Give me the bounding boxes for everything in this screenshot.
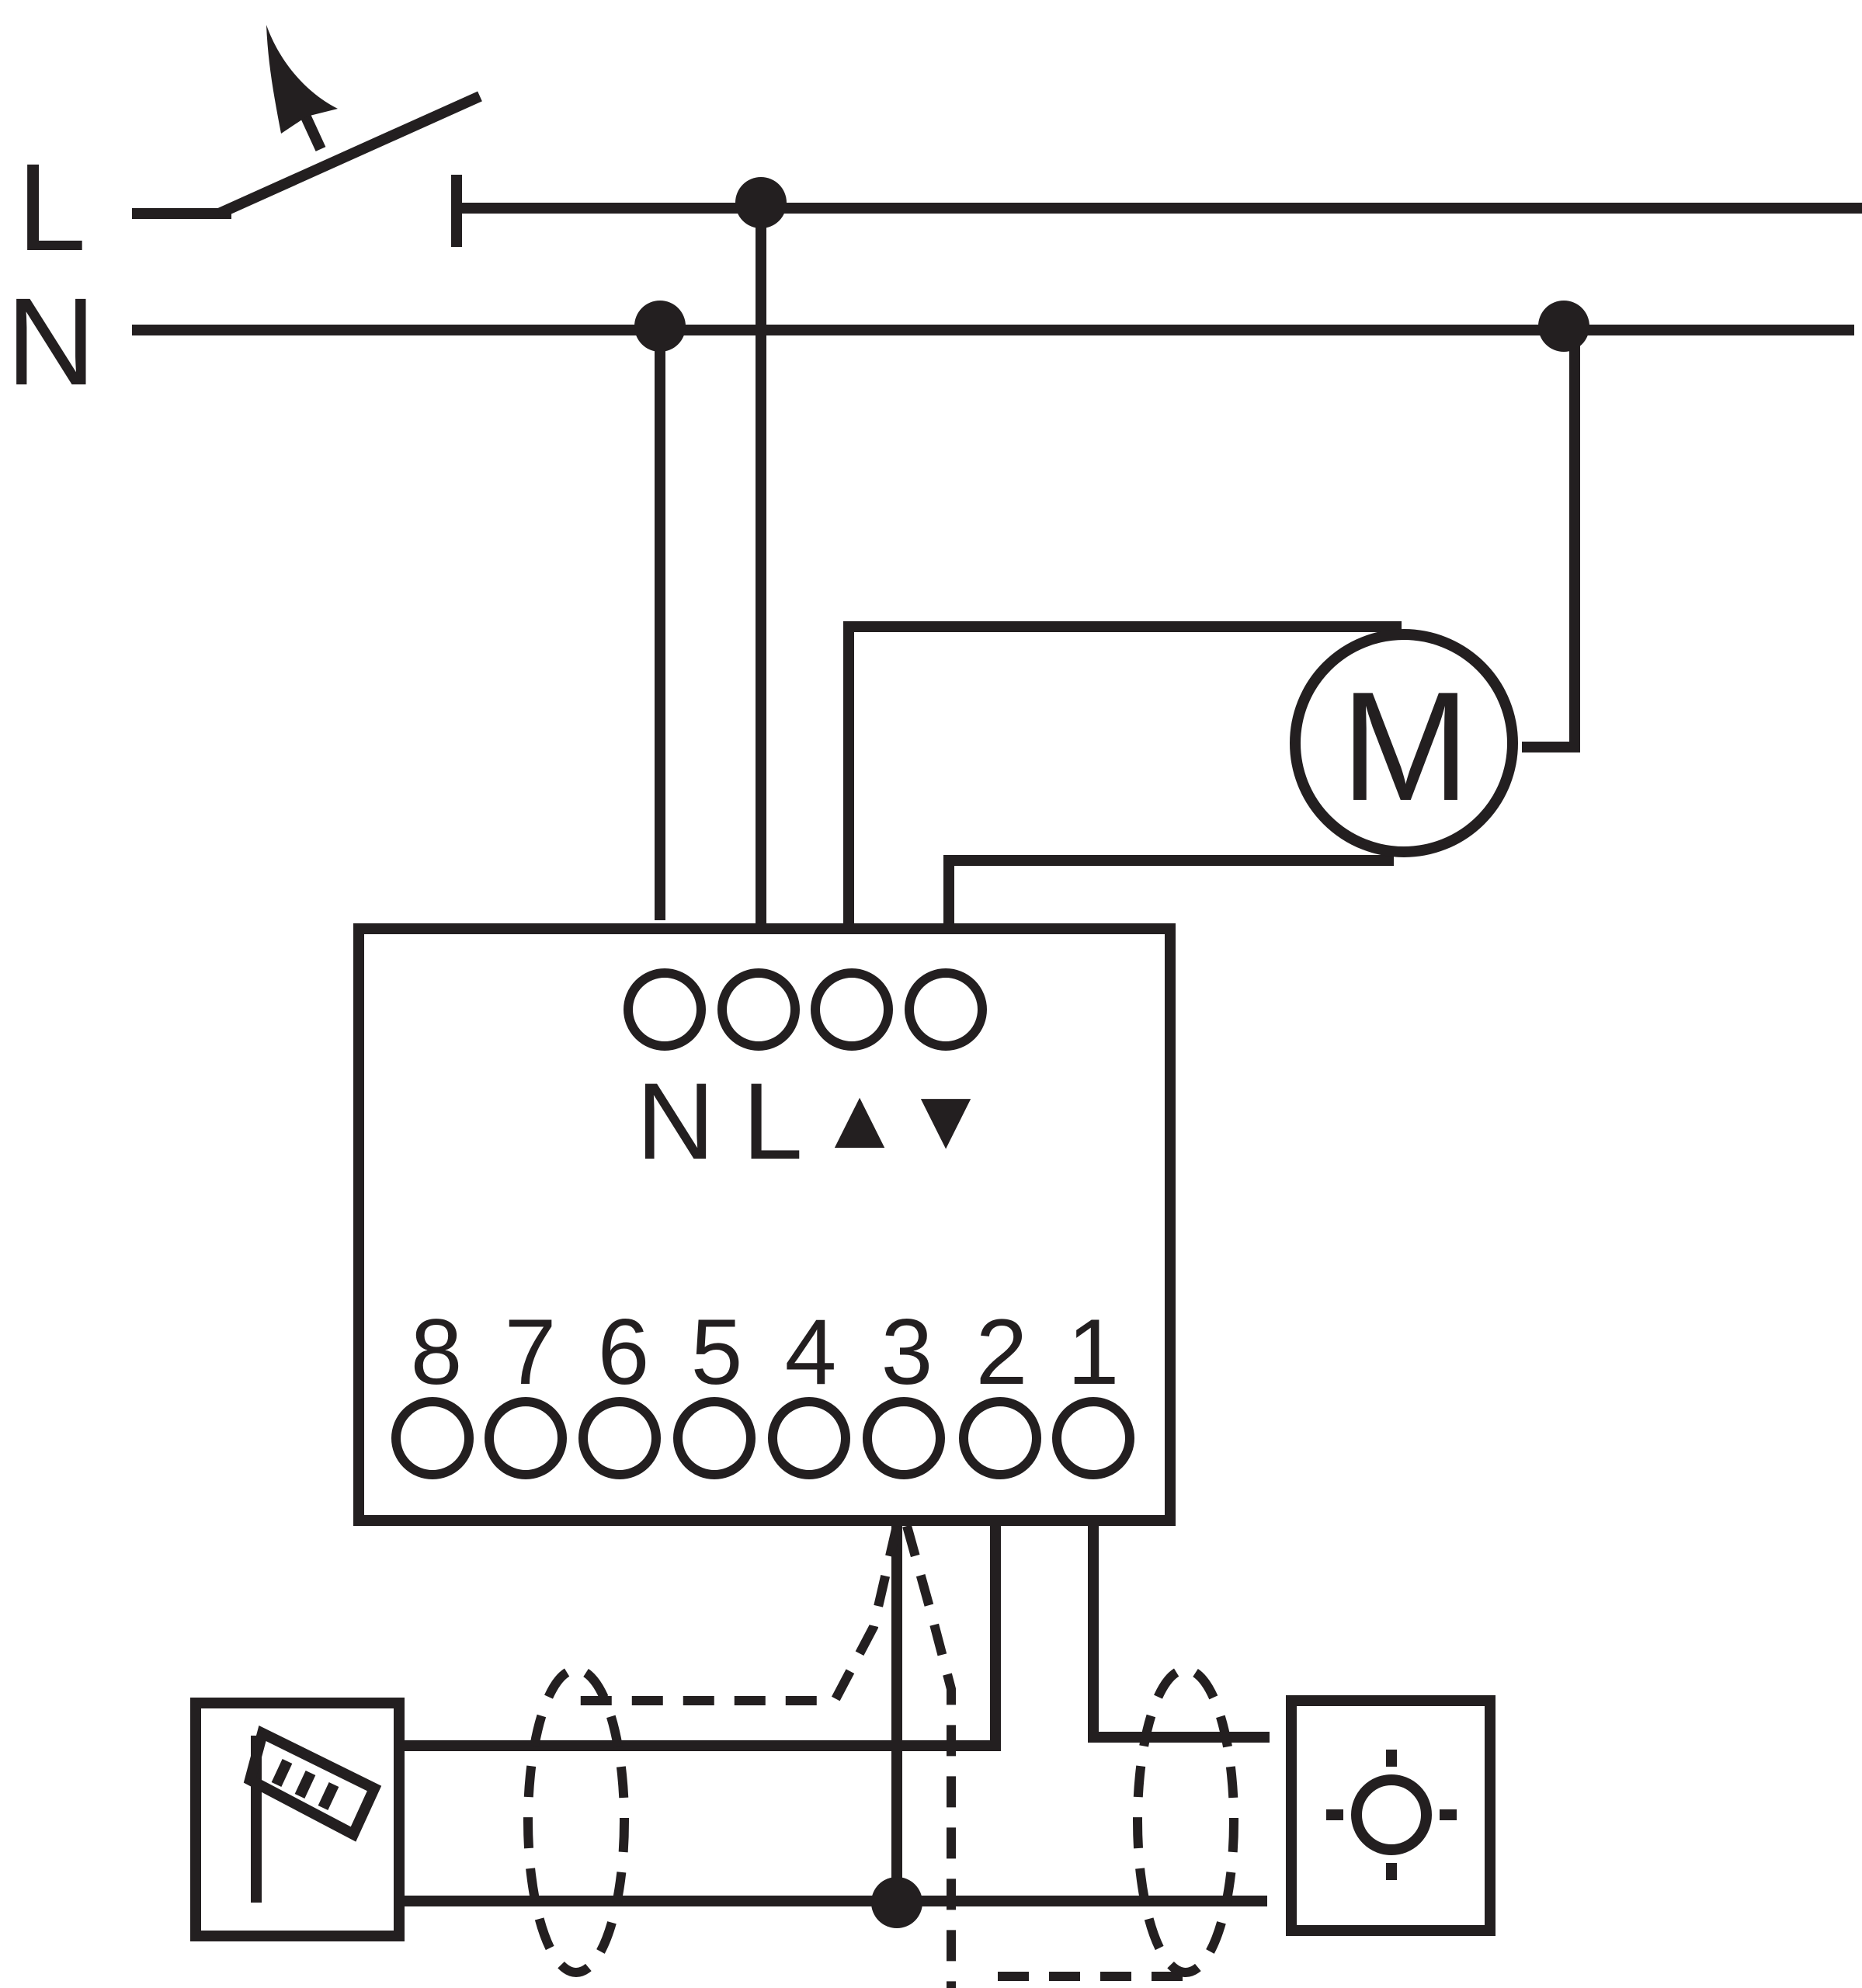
terminal-n (624, 968, 706, 1051)
cable-sheath-left (523, 1665, 629, 1977)
wind-sensor-icon (243, 1725, 382, 1903)
junction-dot (871, 1877, 922, 1928)
terminal-label-down: ▼ (904, 1071, 988, 1166)
terminal-down (905, 968, 987, 1051)
terminal-label-6: 6 (598, 1300, 650, 1404)
line-label: L (17, 137, 86, 276)
terminal-label-5: 5 (691, 1300, 743, 1404)
terminal-2 (959, 1397, 1041, 1479)
cable-sheath-right (1133, 1665, 1238, 1977)
terminal-label-up: ▲ (818, 1071, 902, 1166)
junction-dot (1538, 301, 1589, 352)
terminal-label-2: 2 (976, 1300, 1028, 1404)
terminal-7 (485, 1397, 567, 1479)
terminal-4 (768, 1397, 850, 1479)
terminal-label-8: 8 (411, 1300, 463, 1404)
terminal-8 (391, 1397, 474, 1479)
actuator-box (353, 923, 1176, 1526)
terminal-3 (863, 1397, 945, 1479)
terminal-label-1: 1 (1068, 1300, 1120, 1404)
sun-sensor-icon (1326, 1750, 1457, 1880)
terminal-label-n: N (636, 1060, 714, 1182)
neutral-label: N (6, 272, 96, 411)
terminal-l (717, 968, 800, 1051)
terminal-up (811, 968, 893, 1051)
terminal-6 (578, 1397, 661, 1479)
terminal-label-4: 4 (785, 1300, 837, 1404)
terminal-1 (1052, 1397, 1134, 1479)
motor: M (1290, 629, 1518, 857)
wind-sensor (190, 1698, 405, 1941)
sun-sensor (1286, 1695, 1496, 1936)
terminal-label-3: 3 (881, 1300, 933, 1404)
motor-label: M (1341, 660, 1471, 833)
main-switch (132, 25, 482, 247)
terminal-5 (673, 1397, 756, 1479)
terminal-label-l: L (742, 1060, 803, 1182)
terminal-label-7: 7 (505, 1300, 557, 1404)
